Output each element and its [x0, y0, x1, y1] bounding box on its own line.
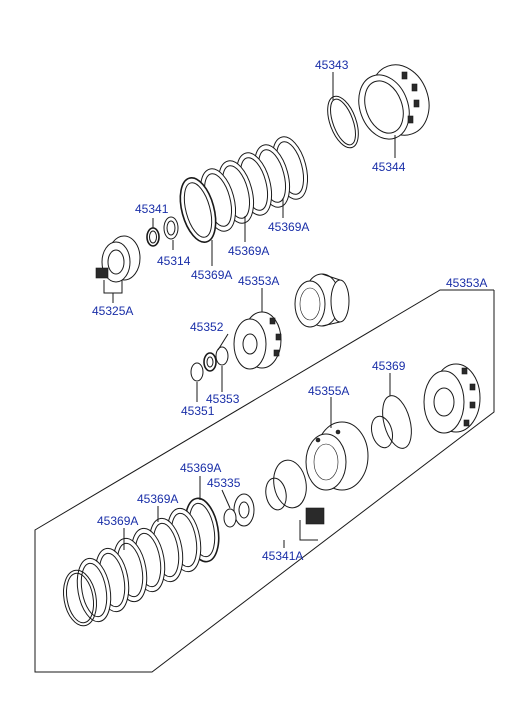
ring-gear-45353A[interactable] [294, 273, 350, 328]
label-45352[interactable]: 45352 [190, 320, 224, 334]
label-45351[interactable]: 45351 [181, 404, 215, 418]
spring-45341A[interactable] [305, 507, 325, 525]
carrier-45353A[interactable] [233, 311, 282, 370]
drum-45353A-lower[interactable] [423, 363, 481, 434]
group-boundary [34, 289, 495, 673]
label-45325A[interactable]: 45325A [92, 304, 134, 318]
label-45369A-4[interactable]: 45369A [180, 461, 222, 475]
label-45341A[interactable]: 45341A [262, 549, 304, 563]
label-45355A[interactable]: 45355A [308, 384, 350, 398]
hub-45355A[interactable] [305, 421, 369, 491]
label-45353[interactable]: 45353 [206, 392, 240, 406]
upper-clutch-pack[interactable] [174, 133, 314, 246]
ring-45341[interactable] [146, 227, 160, 247]
washer-45335[interactable] [223, 493, 255, 528]
washer-45353[interactable] [215, 346, 229, 366]
label-45343[interactable]: 45343 [315, 58, 349, 72]
label-45335[interactable]: 45335 [207, 476, 241, 490]
piston-45325A[interactable] [95, 235, 141, 283]
label-45369A-1[interactable]: 45369A [268, 220, 310, 234]
label-45369A-3[interactable]: 45369A [191, 268, 233, 282]
washer-45314[interactable] [163, 216, 179, 240]
label-45369A-2[interactable]: 45369A [228, 244, 270, 258]
label-45314[interactable]: 45314 [157, 254, 191, 268]
label-45369A-6[interactable]: 45369A [97, 514, 139, 528]
snap-ring-45369[interactable] [368, 393, 416, 452]
washer-45352[interactable] [203, 352, 217, 372]
label-45353A-1[interactable]: 45353A [238, 274, 280, 288]
label-45353A-2[interactable]: 45353A [446, 276, 488, 290]
seal-ring[interactable] [263, 458, 310, 512]
drum-45344[interactable] [350, 57, 438, 147]
snap-ring-45343[interactable] [322, 92, 365, 152]
label-45341[interactable]: 45341 [135, 202, 169, 216]
label-45369[interactable]: 45369 [372, 359, 406, 373]
lower-clutch-pack[interactable] [59, 496, 223, 629]
washer-45351[interactable] [190, 362, 204, 382]
label-45344[interactable]: 45344 [372, 160, 406, 174]
label-45369A-5[interactable]: 45369A [137, 492, 179, 506]
